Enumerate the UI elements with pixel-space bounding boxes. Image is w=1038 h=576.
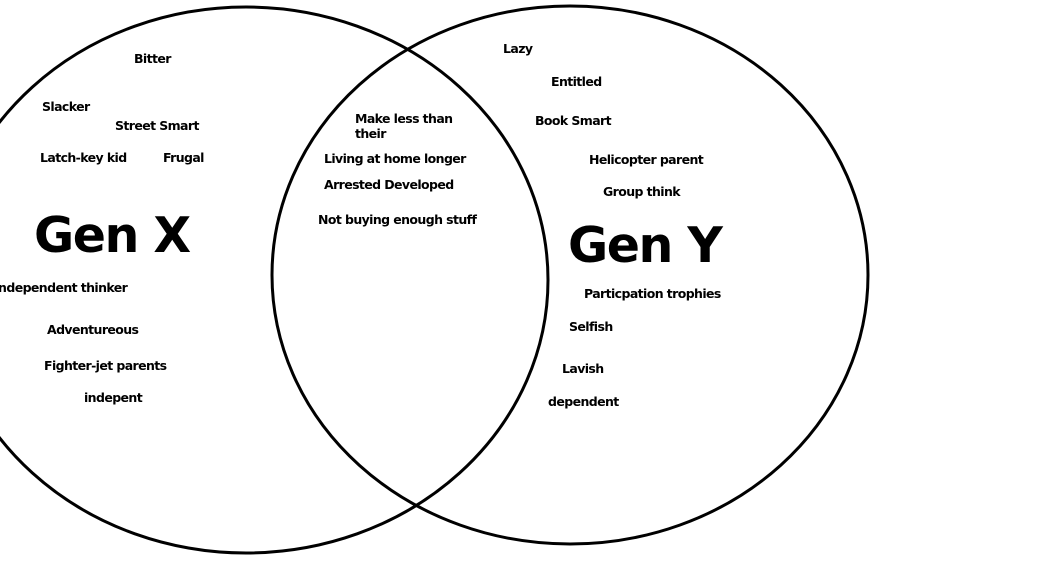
gen-y-trait-selfish: Selfish xyxy=(569,319,613,334)
gen-x-trait-latch-key-kid: Latch-key kid xyxy=(40,150,127,165)
gen-y-trait-group-think: Group think xyxy=(603,184,681,199)
gen-y-trait-participation-trophies: Particpation trophies xyxy=(584,286,721,301)
shared-trait-not-buying: Not buying enough stuff xyxy=(318,212,477,227)
gen-y-trait-lazy: Lazy xyxy=(503,41,533,56)
shared-trait-living-at-home: Living at home longer xyxy=(324,151,466,166)
gen-y-circle xyxy=(270,4,870,546)
gen-x-trait-fighter-jet-parents: Fighter-jet parents xyxy=(44,358,167,373)
gen-x-trait-slacker: Slacker xyxy=(42,99,90,114)
gen-x-trait-frugal: Frugal xyxy=(163,150,204,165)
gen-x-circle xyxy=(0,5,550,555)
gen-x-trait-independent-thinker: Independent thinker xyxy=(0,280,128,295)
gen-y-title: Gen Y xyxy=(568,217,723,274)
gen-y-trait-entitled: Entitled xyxy=(551,74,602,89)
gen-x-trait-adventureous: Adventureous xyxy=(47,322,139,337)
gen-x-title: Gen X xyxy=(34,207,191,264)
gen-x-trait-bitter: Bitter xyxy=(134,51,171,66)
shared-trait-arrested-developed: Arrested Developed xyxy=(324,177,454,192)
gen-y-trait-book-smart: Book Smart xyxy=(535,113,612,128)
gen-y-trait-dependent: dependent xyxy=(548,394,619,409)
gen-y-trait-lavish: Lavish xyxy=(562,361,604,376)
shared-trait-make-less: Make less than their xyxy=(355,111,453,141)
gen-y-trait-helicopter-parent: Helicopter parent xyxy=(589,152,704,167)
gen-x-trait-street-smart: Street Smart xyxy=(115,118,199,133)
gen-x-trait-indepent: indepent xyxy=(84,390,143,405)
